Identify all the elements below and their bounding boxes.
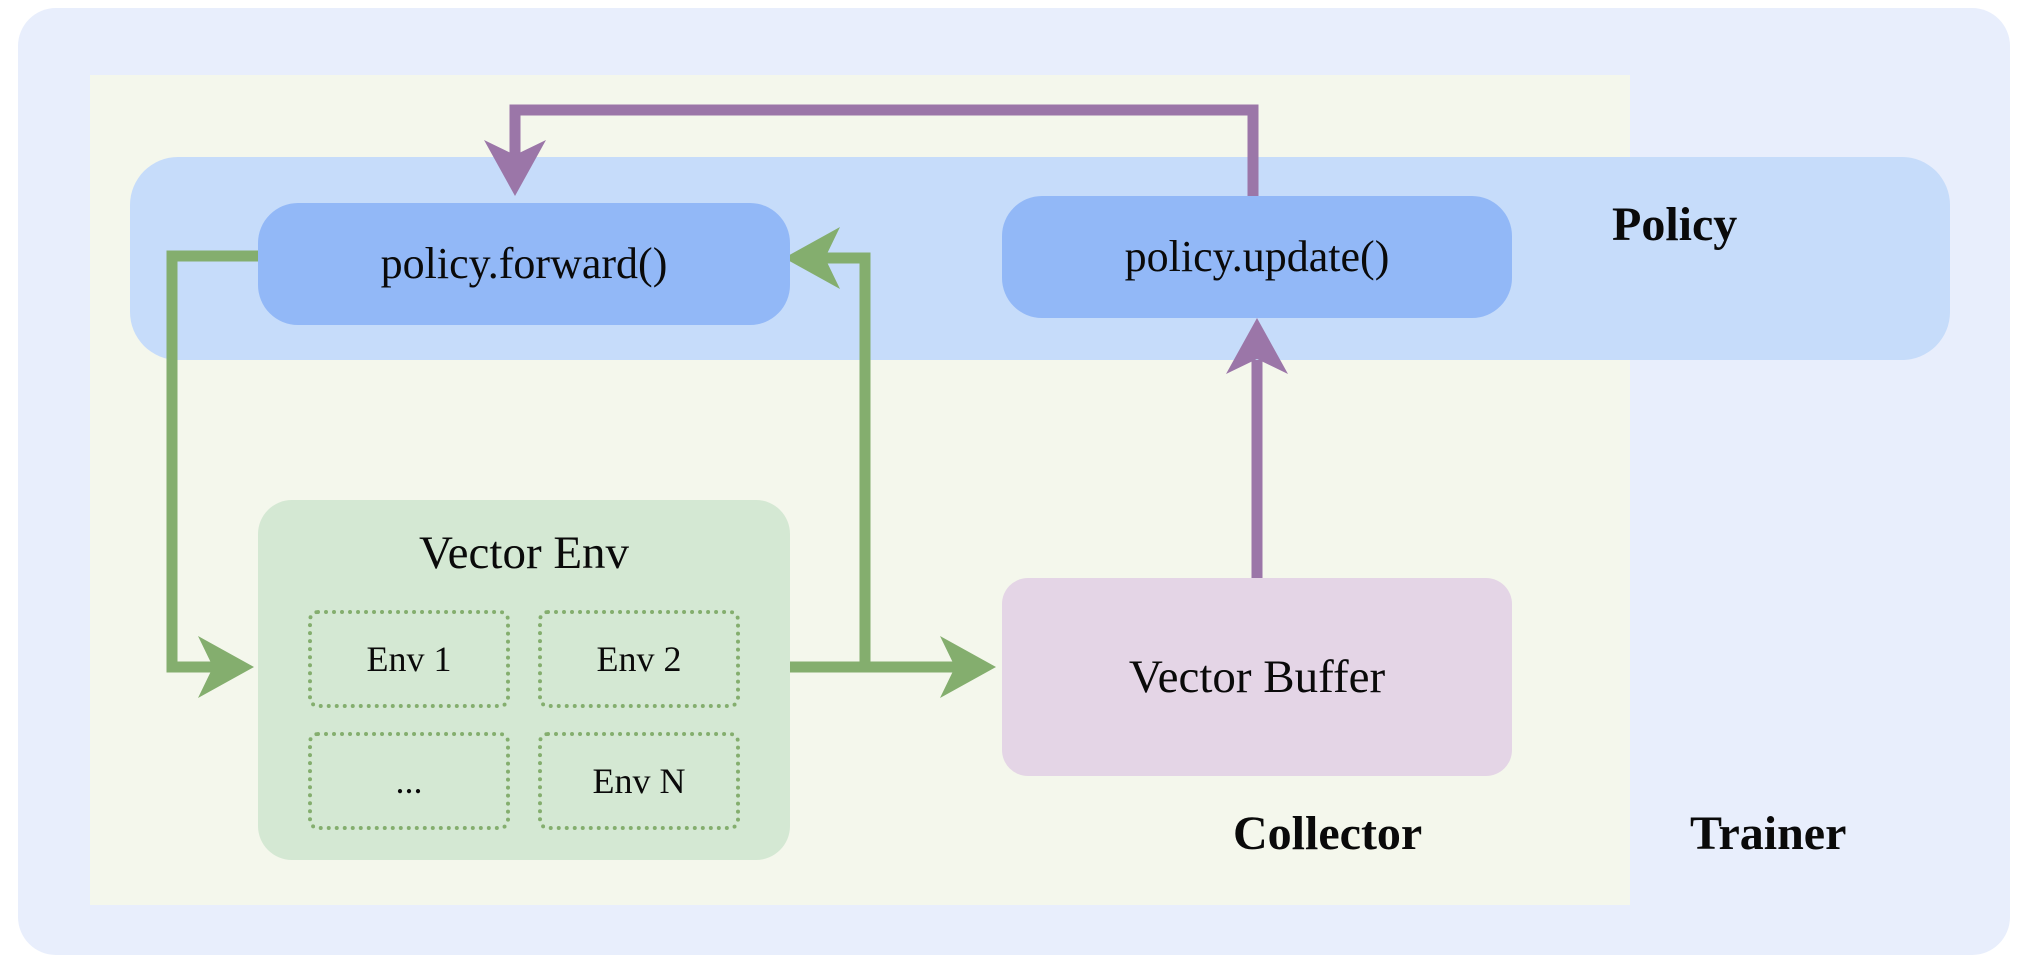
node-policy-update[interactable]: policy.update() — [1002, 196, 1512, 318]
trainer-group-label: Trainer — [1690, 807, 1847, 860]
vector-env-title: Vector Env — [418, 527, 630, 579]
env-cell-ellipsis[interactable]: ... — [308, 732, 510, 830]
node-vector-buffer[interactable]: Vector Buffer — [1002, 578, 1512, 776]
node-policy-forward[interactable]: policy.forward() — [258, 203, 790, 325]
env-cell-1[interactable]: Env 1 — [308, 610, 510, 708]
collector-group-label: Collector — [1233, 807, 1423, 860]
env-cell-n[interactable]: Env N — [538, 732, 740, 830]
node-vector-env[interactable]: Vector Env Env 1 Env 2 ... Env N — [258, 500, 790, 860]
env-cell-2[interactable]: Env 2 — [538, 610, 740, 708]
policy-group-label: Policy — [1612, 198, 1738, 251]
env-grid: Env 1 Env 2 ... Env N — [308, 610, 740, 830]
